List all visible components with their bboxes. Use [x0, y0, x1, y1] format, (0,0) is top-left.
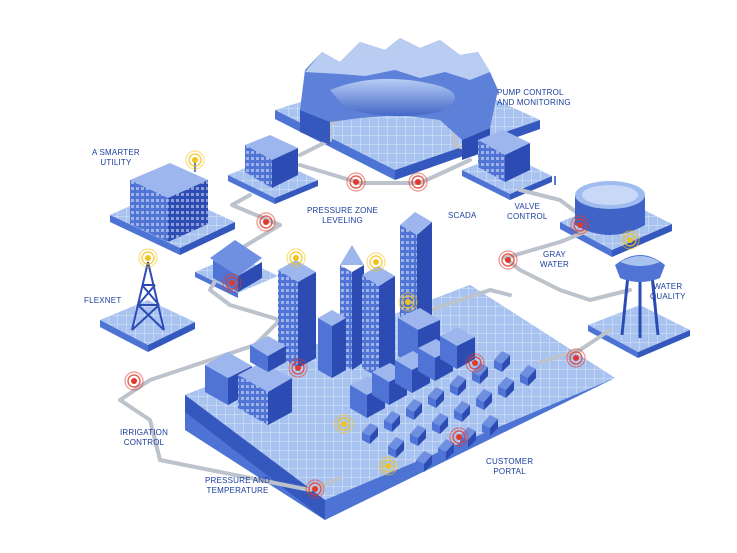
house	[388, 437, 404, 458]
house	[454, 401, 470, 422]
house	[494, 351, 510, 372]
house	[362, 423, 378, 444]
house	[438, 439, 454, 460]
signal-ring	[286, 248, 306, 268]
label-water-quality: WATER QUALITY	[650, 282, 686, 301]
signal-ring	[378, 456, 398, 476]
label-gray-water: GRAY WATER	[540, 250, 569, 269]
signal-ring	[408, 172, 428, 192]
house	[384, 411, 400, 432]
signal-ring	[346, 172, 366, 192]
signal-ring	[334, 414, 354, 434]
house	[476, 389, 492, 410]
signal-ring	[185, 150, 205, 170]
signal-ring	[256, 212, 276, 232]
pipe-right-down	[518, 188, 582, 217]
label-pump-control: PUMP CONTROL AND MONITORING	[497, 88, 571, 107]
house	[432, 413, 448, 434]
label-smart-utility: A SMARTER UTILITY	[92, 148, 140, 167]
pipe-gray-water	[503, 228, 632, 302]
house	[482, 415, 498, 436]
signal-ring	[449, 427, 469, 447]
signal-ring	[288, 358, 308, 378]
smart-utility-building	[130, 160, 208, 242]
signal-ring	[620, 230, 640, 250]
house	[428, 387, 444, 408]
signal-ring	[498, 250, 518, 270]
house	[520, 365, 536, 386]
label-flexnet: FLEXNET	[84, 296, 122, 305]
signal-ring	[570, 215, 590, 235]
signal-ring	[398, 292, 418, 312]
label-scada: SCADA	[448, 211, 477, 220]
label-pressure-temperature: PRESSURE AND TEMPERATURE	[205, 476, 271, 495]
signal-ring	[305, 479, 325, 499]
flexnet-tower	[131, 261, 165, 331]
valve-station-building	[478, 130, 530, 182]
signal-ring	[138, 248, 158, 268]
signal-rings	[124, 150, 640, 499]
label-pressure-zone: PRESSURE ZONE LEVELING	[307, 206, 379, 225]
label-irrigation-control: IRRIGATION CONTROL	[120, 428, 169, 447]
house	[498, 377, 514, 398]
house	[450, 375, 466, 396]
flexnet-platform	[100, 300, 195, 352]
water-tower	[615, 255, 665, 338]
house	[406, 399, 422, 420]
reservoir-tank	[554, 176, 645, 235]
mid-rise-blocks	[350, 327, 475, 418]
signal-ring	[465, 353, 485, 373]
signal-ring	[366, 252, 386, 272]
city-skyline	[205, 212, 440, 425]
label-valve-control: VALVE CONTROL	[507, 202, 548, 221]
signal-ring	[124, 371, 144, 391]
house	[410, 425, 426, 446]
pressure-station-building	[245, 135, 298, 188]
label-customer-portal: CUSTOMER PORTAL	[486, 457, 534, 476]
signal-ring	[222, 273, 242, 293]
pipe-city	[428, 288, 512, 312]
signal-ring	[566, 348, 586, 368]
pipe-stations	[298, 158, 472, 185]
house	[416, 451, 432, 472]
